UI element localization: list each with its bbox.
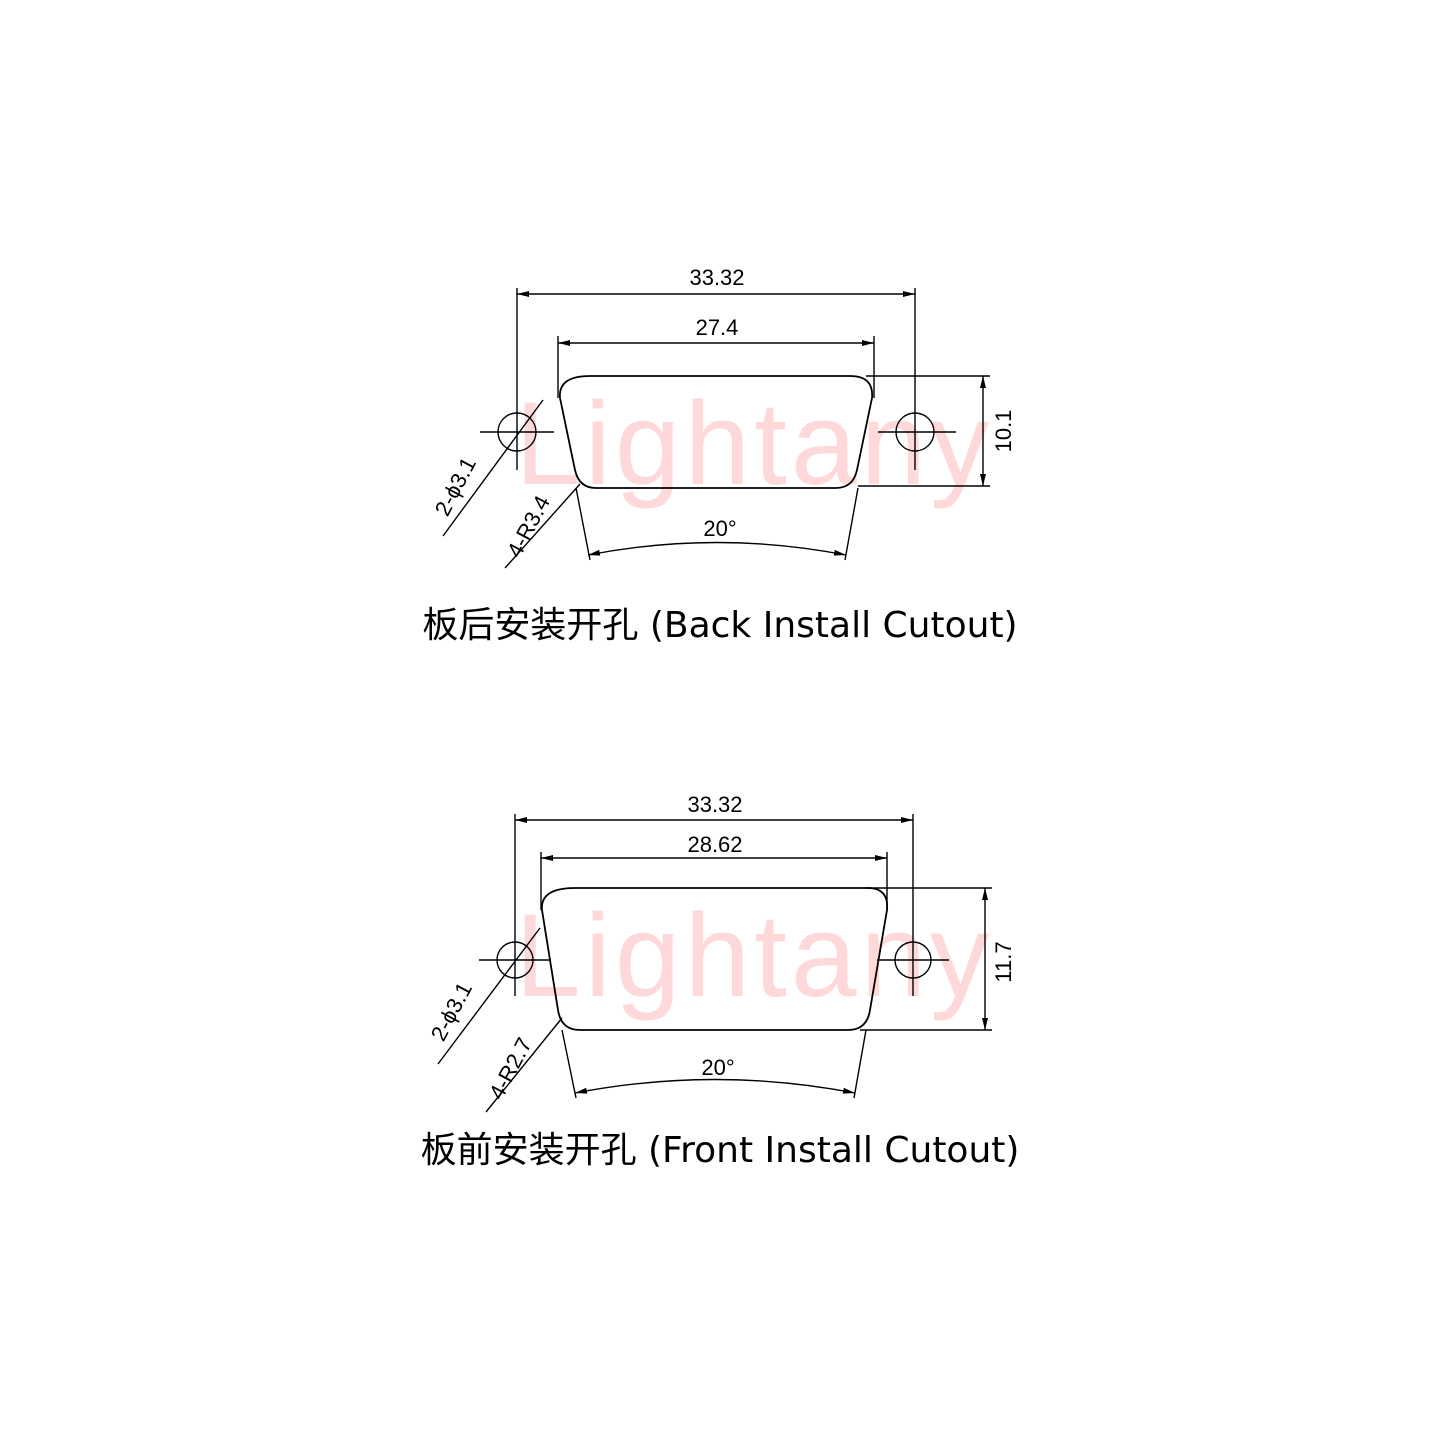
- back-radius-callout-leader: [504, 483, 581, 569]
- front-height-label: 11.7: [991, 941, 1016, 982]
- back-height-label: 10.1: [991, 410, 1016, 453]
- front-overall-width-label: 33.32: [687, 792, 742, 817]
- back-radius-callout-label: 4-R3.4: [502, 491, 555, 561]
- back-hole-callout-label: 2-ϕ3.1: [430, 453, 481, 520]
- front-angle-label: 20°: [701, 1055, 734, 1080]
- front-cutout-diagram: Lightany 33.32 28.62 11.7 2-ϕ3.1 4-R2.7: [421, 792, 1020, 1171]
- front-cutout-caption: 板前安装开孔 (Front Install Cutout): [421, 1130, 1020, 1171]
- front-angle-ext-left: [561, 1029, 577, 1099]
- back-angle-arc: [587, 541, 847, 556]
- back-watermark: Lightany: [515, 378, 993, 510]
- front-hole-callout-leader: [437, 927, 541, 1065]
- back-cutout-caption: 板后安装开孔 (Back Install Cutout): [422, 605, 1017, 646]
- back-angle-ext-right: [844, 487, 859, 561]
- front-cutout-width-label: 28.62: [687, 832, 742, 857]
- front-watermark: Lightany: [515, 890, 993, 1022]
- back-overall-width-label: 33.32: [689, 265, 744, 290]
- front-radius-callout-label: 4-R2.7: [484, 1033, 537, 1103]
- back-cutout-diagram: Lightany 33.32 27.4 10.1 2-ϕ3.1 4-R3.4: [422, 265, 1017, 646]
- back-hole-callout-leader: [442, 399, 544, 537]
- back-angle-label: 20°: [703, 516, 736, 541]
- front-angle-ext-right: [853, 1029, 867, 1099]
- back-d-shape-outline: [559, 375, 873, 489]
- front-radius-callout-leader: [485, 1017, 563, 1113]
- front-d-shape-outline: [541, 887, 889, 1031]
- front-angle-arc: [574, 1078, 856, 1094]
- back-angle-ext-left: [575, 487, 591, 561]
- back-cutout-width-label: 27.4: [696, 315, 739, 340]
- front-hole-callout-label: 2-ϕ3.1: [426, 978, 477, 1045]
